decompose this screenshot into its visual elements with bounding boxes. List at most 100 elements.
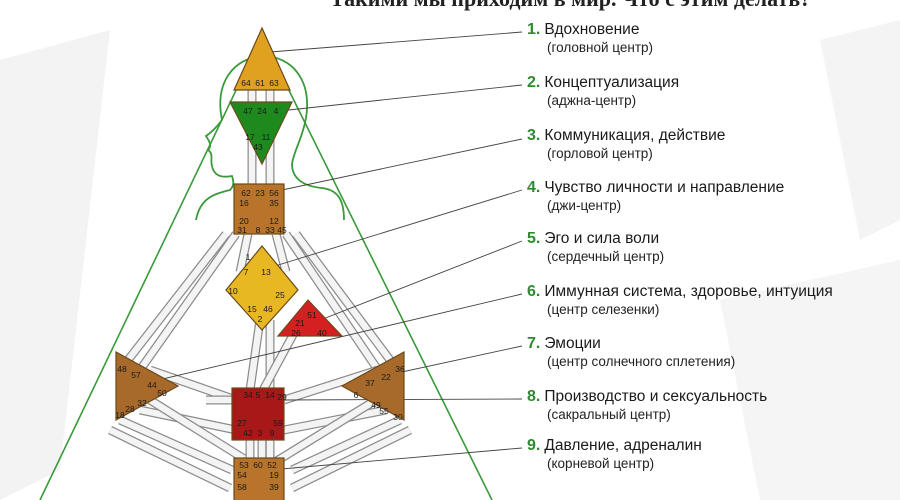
legend-title: Концептуализация — [544, 74, 680, 91]
legend-subtitle: (корневой центр) — [547, 456, 655, 471]
gate-number-label: 22 — [381, 372, 391, 382]
gate-number-label: 44 — [147, 380, 157, 390]
legend-subtitle: (джи-центр) — [547, 198, 622, 213]
gate-number-label: 64 — [241, 78, 251, 88]
gate-number-label: 58 — [237, 482, 247, 492]
gate-number-label: 31 — [237, 225, 247, 235]
gate-number-label: 6 — [354, 390, 359, 400]
gate-number-label: 57 — [131, 370, 141, 380]
legend-title: Давление, адреналин — [544, 437, 702, 454]
gate-number-label: 28 — [125, 404, 135, 414]
gate-number-label: 20 — [239, 216, 249, 226]
legend-number: 9. — [527, 437, 541, 454]
heart-center — [276, 299, 344, 337]
gate-number-label: 15 — [247, 304, 257, 314]
gate-number-label: 59 — [273, 418, 283, 428]
gate-number-label: 37 — [365, 378, 375, 388]
gate-number-label: 9 — [270, 428, 275, 438]
throat-center — [233, 183, 285, 235]
legend-item-g: 4.Чувство личности и направление (джи-це… — [527, 179, 784, 213]
legend-number: 1. — [527, 21, 541, 38]
legend-number: 6. — [527, 283, 541, 300]
gate-number-label: 55 — [379, 406, 389, 416]
gate-number-label: 29 — [277, 392, 287, 402]
gate-number-label: 26 — [291, 328, 301, 338]
gate-number-label: 19 — [269, 470, 279, 480]
legend-title: Эмоции — [544, 335, 601, 352]
gate-number-label: 46 — [263, 304, 273, 314]
gate-number-label: 21 — [295, 318, 305, 328]
page-heading: Такими мы приходим в мир. Что с этим дел… — [330, 0, 811, 12]
gate-number-label: 54 — [237, 470, 247, 480]
ajna-center — [229, 101, 293, 166]
legend-subtitle: (центр селезенки) — [547, 302, 660, 317]
legend-subtitle: (головной центр) — [547, 40, 654, 55]
gate-number-label: 60 — [253, 460, 263, 470]
legend-title: Эго и сила воли — [544, 230, 660, 247]
gate-number-label: 1 — [246, 252, 251, 262]
gate-number-label: 52 — [267, 460, 277, 470]
legend-pointers — [149, 31, 523, 471]
gate-number-label: 42 — [243, 428, 253, 438]
legend-number: 5. — [527, 230, 541, 247]
legend-title: Производство и сексуальность — [544, 388, 768, 405]
root-center — [233, 457, 285, 500]
gate-number-label: 61 — [255, 78, 265, 88]
gate-number-label: 30 — [393, 412, 403, 422]
gate-number-label: 33 — [265, 225, 275, 235]
gate-number-label: 34 — [243, 390, 253, 400]
gate-number-label: 53 — [239, 460, 249, 470]
legend-item-head: 1.Вдохновение (головной центр) — [527, 21, 653, 55]
gate-number-label: 16 — [239, 198, 249, 208]
gate-number-label: 2 — [258, 314, 263, 324]
legend-item-throat: 3.Коммуникация, действие (горловой центр… — [527, 127, 725, 161]
legend-title: Коммуникация, действие — [544, 127, 726, 144]
gate-number-label: 4 — [274, 106, 279, 116]
gate-number-label: 32 — [137, 398, 147, 408]
gate-number-label: 17 — [245, 132, 255, 142]
gate-number-label: 40 — [317, 328, 327, 338]
legend-subtitle: (аджна-центр) — [547, 93, 637, 108]
gate-number-label: 45 — [277, 225, 287, 235]
gate-number-label: 36 — [395, 364, 405, 374]
gate-number-label: 23 — [255, 188, 265, 198]
gate-number-label: 7 — [244, 267, 249, 277]
legend-number: 8. — [527, 388, 541, 405]
legend-subtitle: (горловой центр) — [547, 146, 653, 161]
legend-item-heart: 5.Эго и сила воли (сердечный центр) — [527, 230, 664, 264]
gate-number-label: 49 — [371, 400, 381, 410]
gate-number-label: 63 — [269, 78, 279, 88]
gate-number-label: 51 — [307, 310, 317, 320]
legend-subtitle: (центр солнечного сплетения) — [547, 354, 736, 369]
legend-title: Чувство личности и направление — [544, 179, 785, 196]
gate-number-label: 27 — [237, 418, 247, 428]
head-center — [233, 26, 291, 91]
legend-item-sacral: 8.Производство и сексуальность (сакральн… — [527, 388, 767, 422]
spleen-center — [115, 350, 180, 422]
legend-item-ajna: 2.Концептуализация (аджна-центр) — [527, 74, 679, 108]
legend-subtitle: (сердечный центр) — [547, 249, 665, 264]
sacral-center — [231, 387, 285, 441]
gate-number-label: 25 — [275, 290, 285, 300]
gate-number-label: 56 — [269, 188, 279, 198]
legend-subtitle: (сакральный центр) — [547, 407, 671, 422]
gate-number-label: 10 — [228, 286, 238, 296]
legend-item-spleen: 6.Иммунная система, здоровье, интуиция (… — [527, 283, 833, 317]
gate-number-label: 11 — [262, 132, 271, 142]
gate-number-label: 48 — [117, 364, 127, 374]
gate-number-label: 12 — [269, 216, 279, 226]
gate-number-label: 3 — [258, 428, 263, 438]
legend-title: Вдохновение — [544, 21, 640, 38]
gate-number-label: 39 — [269, 482, 279, 492]
gate-number-label: 8 — [256, 225, 261, 235]
gate-number-label: 18 — [115, 410, 125, 420]
gate-number-label: 50 — [157, 388, 167, 398]
legend-title: Иммунная система, здоровье, интуиция — [544, 283, 833, 300]
gate-number-label: 35 — [269, 198, 279, 208]
gate-number-label: 62 — [241, 188, 251, 198]
legend-item-solar-plexus: 7.Эмоции (центр солнечного сплетения) — [527, 335, 735, 369]
gate-number-label: 13 — [261, 267, 271, 277]
legend-number: 4. — [527, 179, 541, 196]
